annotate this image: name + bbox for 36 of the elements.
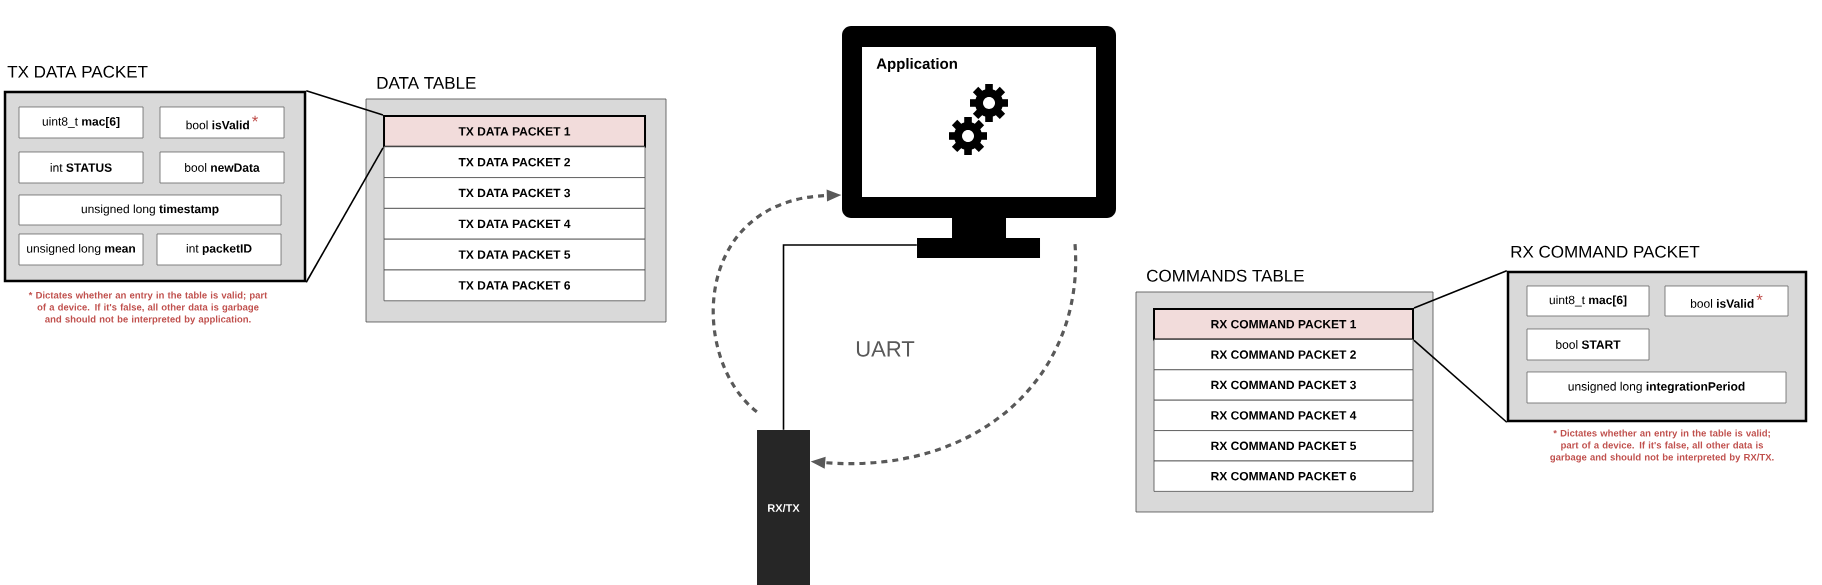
field-box: bool isValid * (159, 106, 285, 139)
heading: DATA TABLE (377, 77, 476, 89)
table-row: RX COMMAND PACKET 1 (1153, 308, 1414, 341)
table-row: TX DATA PACKET 2 (383, 146, 646, 178)
table-row: TX DATA PACKET 4 (383, 208, 646, 240)
heading: TX DATA PACKET (7, 65, 148, 78)
heading: COMMANDS TABLE (1147, 269, 1304, 282)
field-box: unsigned long timestamp (18, 194, 282, 226)
connector-line (305, 147, 384, 284)
table-row: TX DATA PACKET 1 (383, 115, 646, 148)
field-box: uint8_t mac[6] (18, 106, 144, 139)
field-box: bool newData (159, 151, 285, 184)
connector-line (1413, 269, 1508, 309)
table-row: RX COMMAND PACKET 3 (1153, 369, 1414, 401)
field-box: unsigned long mean (18, 233, 144, 266)
field-box: bool START (1526, 328, 1650, 361)
footnote: * Dictates whether an entry in the table is valid; part of a device. If it's false, all other data is garbage and should not be interpreted by RX/TX. (1550, 429, 1774, 463)
field-box: unsigned long integrationPeriod (1526, 371, 1787, 404)
field-box: bool isValid * (1664, 285, 1789, 317)
table-row: TX DATA PACKET 6 (383, 269, 646, 302)
connector-line (305, 89, 384, 116)
table-row: RX COMMAND PACKET 6 (1153, 460, 1414, 492)
footnote: * Dictates whether an entry in the table is valid; part of a device. If it's false, all other data is garbage and should not be interpreted by application. (28, 291, 268, 325)
field-box: uint8_t mac[6] (1526, 285, 1650, 317)
table-row: RX COMMAND PACKET 4 (1153, 399, 1414, 431)
field-box: int STATUS (18, 151, 144, 184)
connector-line (782, 244, 918, 431)
table-row: RX COMMAND PACKET 2 (1153, 339, 1414, 371)
field-box: int packetID (156, 233, 282, 266)
table-row: RX COMMAND PACKET 5 (1153, 430, 1414, 462)
device-box: RX/TX (757, 430, 810, 585)
connector-line (1413, 339, 1508, 424)
table-row: TX DATA PACKET 3 (383, 177, 646, 209)
table-row: TX DATA PACKET 5 (383, 238, 646, 271)
protocol-label: UART (856, 341, 915, 357)
heading: RX COMMAND PACKET (1511, 245, 1700, 258)
